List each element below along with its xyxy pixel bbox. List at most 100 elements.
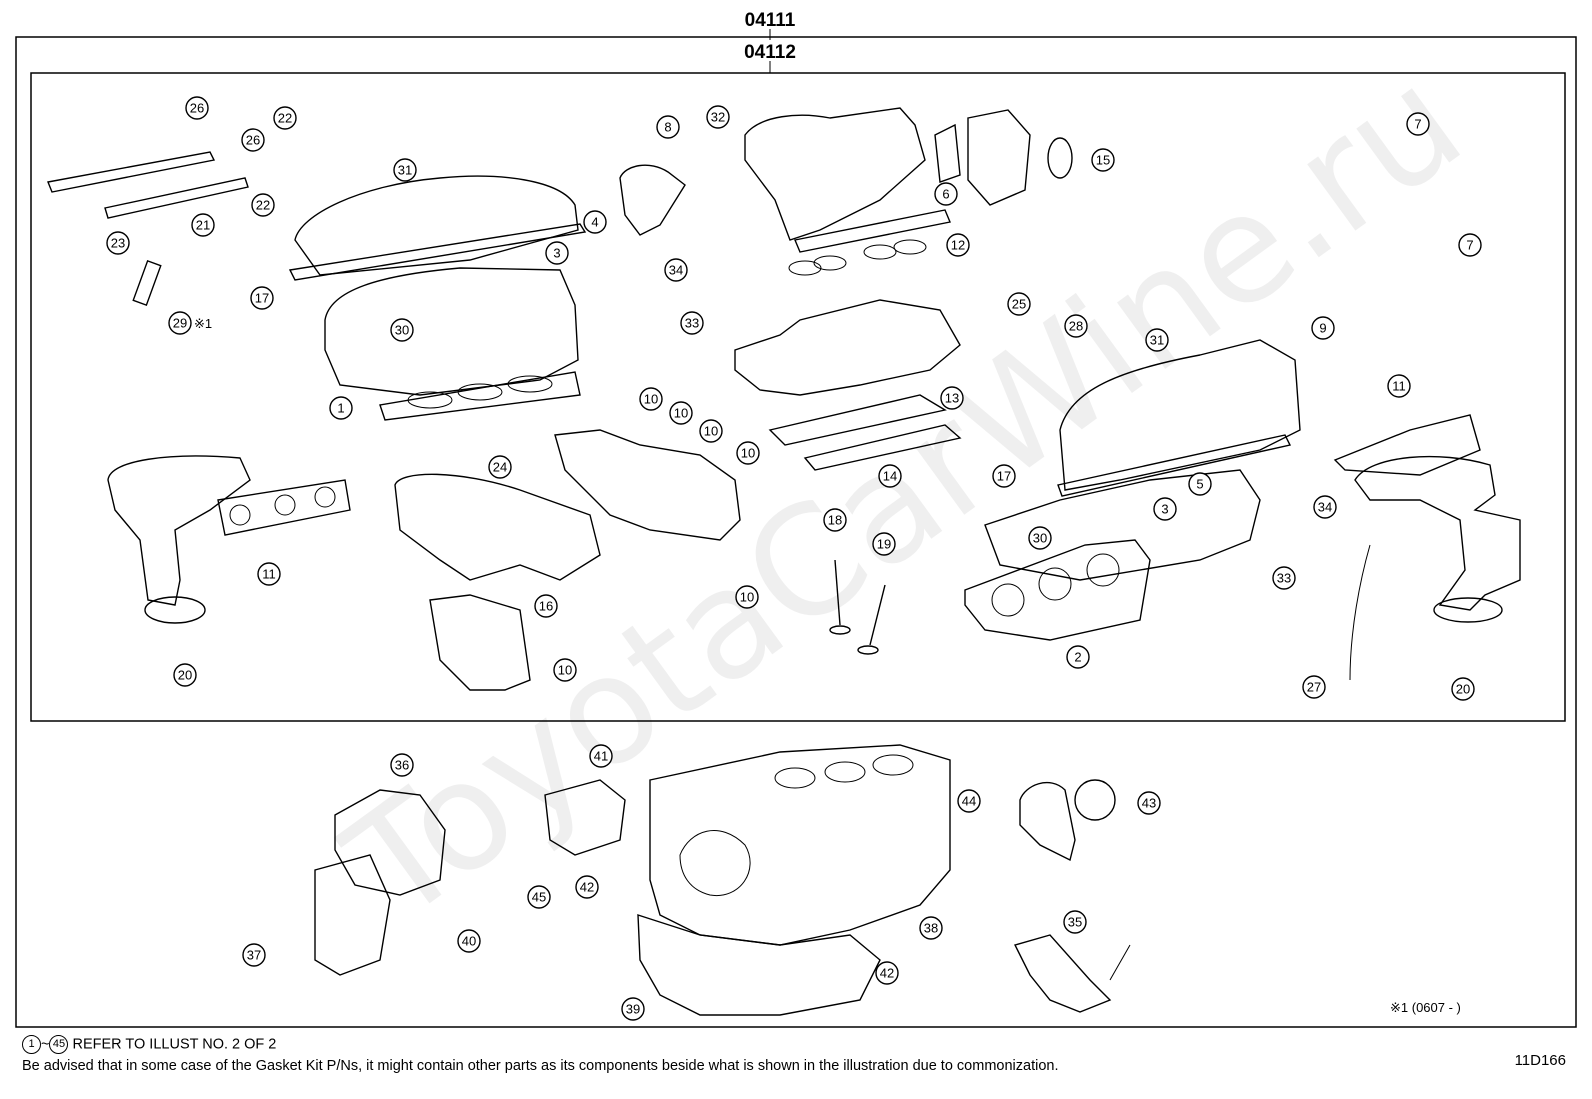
callout-number: 1 xyxy=(337,401,344,416)
callout-number: 38 xyxy=(924,921,938,936)
callout-circle xyxy=(1091,148,1115,172)
callout-circle xyxy=(878,464,902,488)
footer-advisory: Be advised that in some case of the Gask… xyxy=(22,1058,1059,1074)
callout-42: 42 xyxy=(875,961,899,985)
note-date-range: ※1 (0607 - ) xyxy=(1390,1000,1461,1015)
callout-19: 19 xyxy=(872,532,896,556)
callout-circle xyxy=(390,318,414,342)
callout-number: 11 xyxy=(1392,379,1406,394)
inner-kit-frame xyxy=(30,72,1566,722)
callout-7: 7 xyxy=(1458,233,1482,257)
callout-number: 7 xyxy=(1466,238,1473,253)
intake-manifold-lower xyxy=(734,299,962,471)
diagram-id: 11D166 xyxy=(1514,1052,1566,1069)
watermark: ToyotaCarWine.ru xyxy=(316,35,1492,956)
callout-circle xyxy=(1066,645,1090,669)
callout-34: 34 xyxy=(664,258,688,282)
callout-18: 18 xyxy=(823,508,847,532)
callout-circle xyxy=(735,585,759,609)
callout-number: 22 xyxy=(278,111,292,126)
callout-number: 15 xyxy=(1096,153,1110,168)
callout-circle xyxy=(191,213,215,237)
callout-22: 22 xyxy=(251,193,275,217)
callout-circle xyxy=(251,193,275,217)
callout-number: 10 xyxy=(741,446,755,461)
callout-number: 30 xyxy=(1033,531,1047,546)
callout-39: 39 xyxy=(621,997,645,1021)
callout-number: 14 xyxy=(883,469,897,484)
callout-circle xyxy=(680,311,704,335)
callout-26: 26 xyxy=(185,96,209,120)
callout-circle xyxy=(1064,314,1088,338)
callout-number: 25 xyxy=(1012,297,1026,312)
callout-circle xyxy=(527,885,551,909)
callout-number: 30 xyxy=(395,323,409,338)
callout-circle xyxy=(621,997,645,1021)
callout-15: 15 xyxy=(1091,148,1115,172)
callout-29: 29※1 xyxy=(168,311,212,335)
callout-circle xyxy=(1406,112,1430,136)
fuel-rails xyxy=(47,151,249,307)
callout-circle xyxy=(173,663,197,687)
callout-circle xyxy=(823,508,847,532)
refer-text: REFER TO ILLUST NO. 2 OF 2 xyxy=(72,1036,277,1053)
callout-13: 13 xyxy=(940,386,964,410)
callout-number: 23 xyxy=(111,236,125,251)
callout-26: 26 xyxy=(241,128,265,152)
callout-number: 20 xyxy=(1456,682,1470,697)
callout-circle xyxy=(1458,233,1482,257)
callout-number: 3 xyxy=(1161,502,1168,517)
kit-code-inner: 04112 xyxy=(744,42,796,63)
callout-circle xyxy=(1302,675,1326,699)
callout-circle xyxy=(168,311,192,335)
callout-circle xyxy=(106,231,130,255)
callout-38: 38 xyxy=(919,916,943,940)
callout-circle xyxy=(393,158,417,182)
callout-1: 1 xyxy=(329,396,353,420)
callout-number: 24 xyxy=(493,460,507,475)
callout-16: 16 xyxy=(534,594,558,618)
callout-circle xyxy=(488,455,512,479)
callout-circle xyxy=(534,594,558,618)
callout-number: 29 xyxy=(173,316,187,331)
callout-circle xyxy=(575,875,599,899)
callout-circle xyxy=(992,464,1016,488)
callout-circle xyxy=(583,210,607,234)
callout-circle xyxy=(934,182,958,206)
exhaust-manifold-right xyxy=(1333,414,1521,681)
callout-number: 13 xyxy=(945,391,959,406)
callout-number: 31 xyxy=(398,163,412,178)
callout-17: 17 xyxy=(250,286,274,310)
callout-circle xyxy=(257,562,281,586)
callout-circle xyxy=(872,532,896,556)
callout-7: 7 xyxy=(1406,112,1430,136)
callout-circle xyxy=(639,387,663,411)
callout-10: 10 xyxy=(735,585,759,609)
range-start-badge: 1 xyxy=(22,1035,41,1054)
callout-circle xyxy=(706,105,730,129)
valves xyxy=(829,559,886,655)
callout-number: 10 xyxy=(704,424,718,439)
callout-34: 34 xyxy=(1313,495,1337,519)
callout-circle xyxy=(1145,328,1169,352)
callout-number: 20 xyxy=(178,668,192,683)
range-separator: ~ xyxy=(41,1036,50,1053)
callout-circle xyxy=(1313,495,1337,519)
callout-circle xyxy=(919,916,943,940)
callout-number: 19 xyxy=(877,537,891,552)
footer-refer-line: 1~45 REFER TO ILLUST NO. 2 OF 2 xyxy=(22,1035,276,1054)
callout-30: 30 xyxy=(390,318,414,342)
callout-number: 36 xyxy=(395,758,409,773)
intake-manifold-gaskets xyxy=(788,239,927,276)
callout-circle xyxy=(250,286,274,310)
outer-kit-frame xyxy=(15,36,1577,1028)
callout-circle xyxy=(1272,566,1296,590)
callout-number: 16 xyxy=(539,599,553,614)
cylinder-head-right xyxy=(964,469,1261,641)
callout-22: 22 xyxy=(273,106,297,130)
callout-10: 10 xyxy=(699,419,723,443)
callout-number: 10 xyxy=(644,392,658,407)
callout-number: 37 xyxy=(247,948,261,963)
callout-number: 2 xyxy=(1074,650,1081,665)
callout-10: 10 xyxy=(553,658,577,682)
